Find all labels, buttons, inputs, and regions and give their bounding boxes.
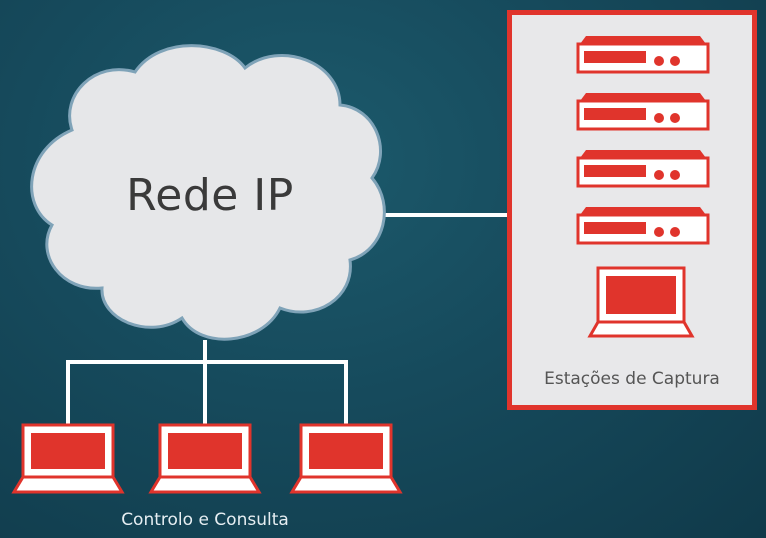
- control-network-lines: [66, 340, 348, 425]
- cloud-icon: [30, 44, 386, 341]
- network-label: Rede IP: [126, 170, 294, 221]
- capture-stations-label: Estações de Captura: [544, 369, 720, 389]
- control-label: Controlo e Consulta: [121, 510, 289, 530]
- laptop-icon: [289, 423, 403, 494]
- capture-stations-panel: Estações de Captura: [507, 10, 757, 410]
- laptop-group: [11, 423, 403, 494]
- laptop-icon: [11, 423, 125, 494]
- laptop-icon: [148, 423, 262, 494]
